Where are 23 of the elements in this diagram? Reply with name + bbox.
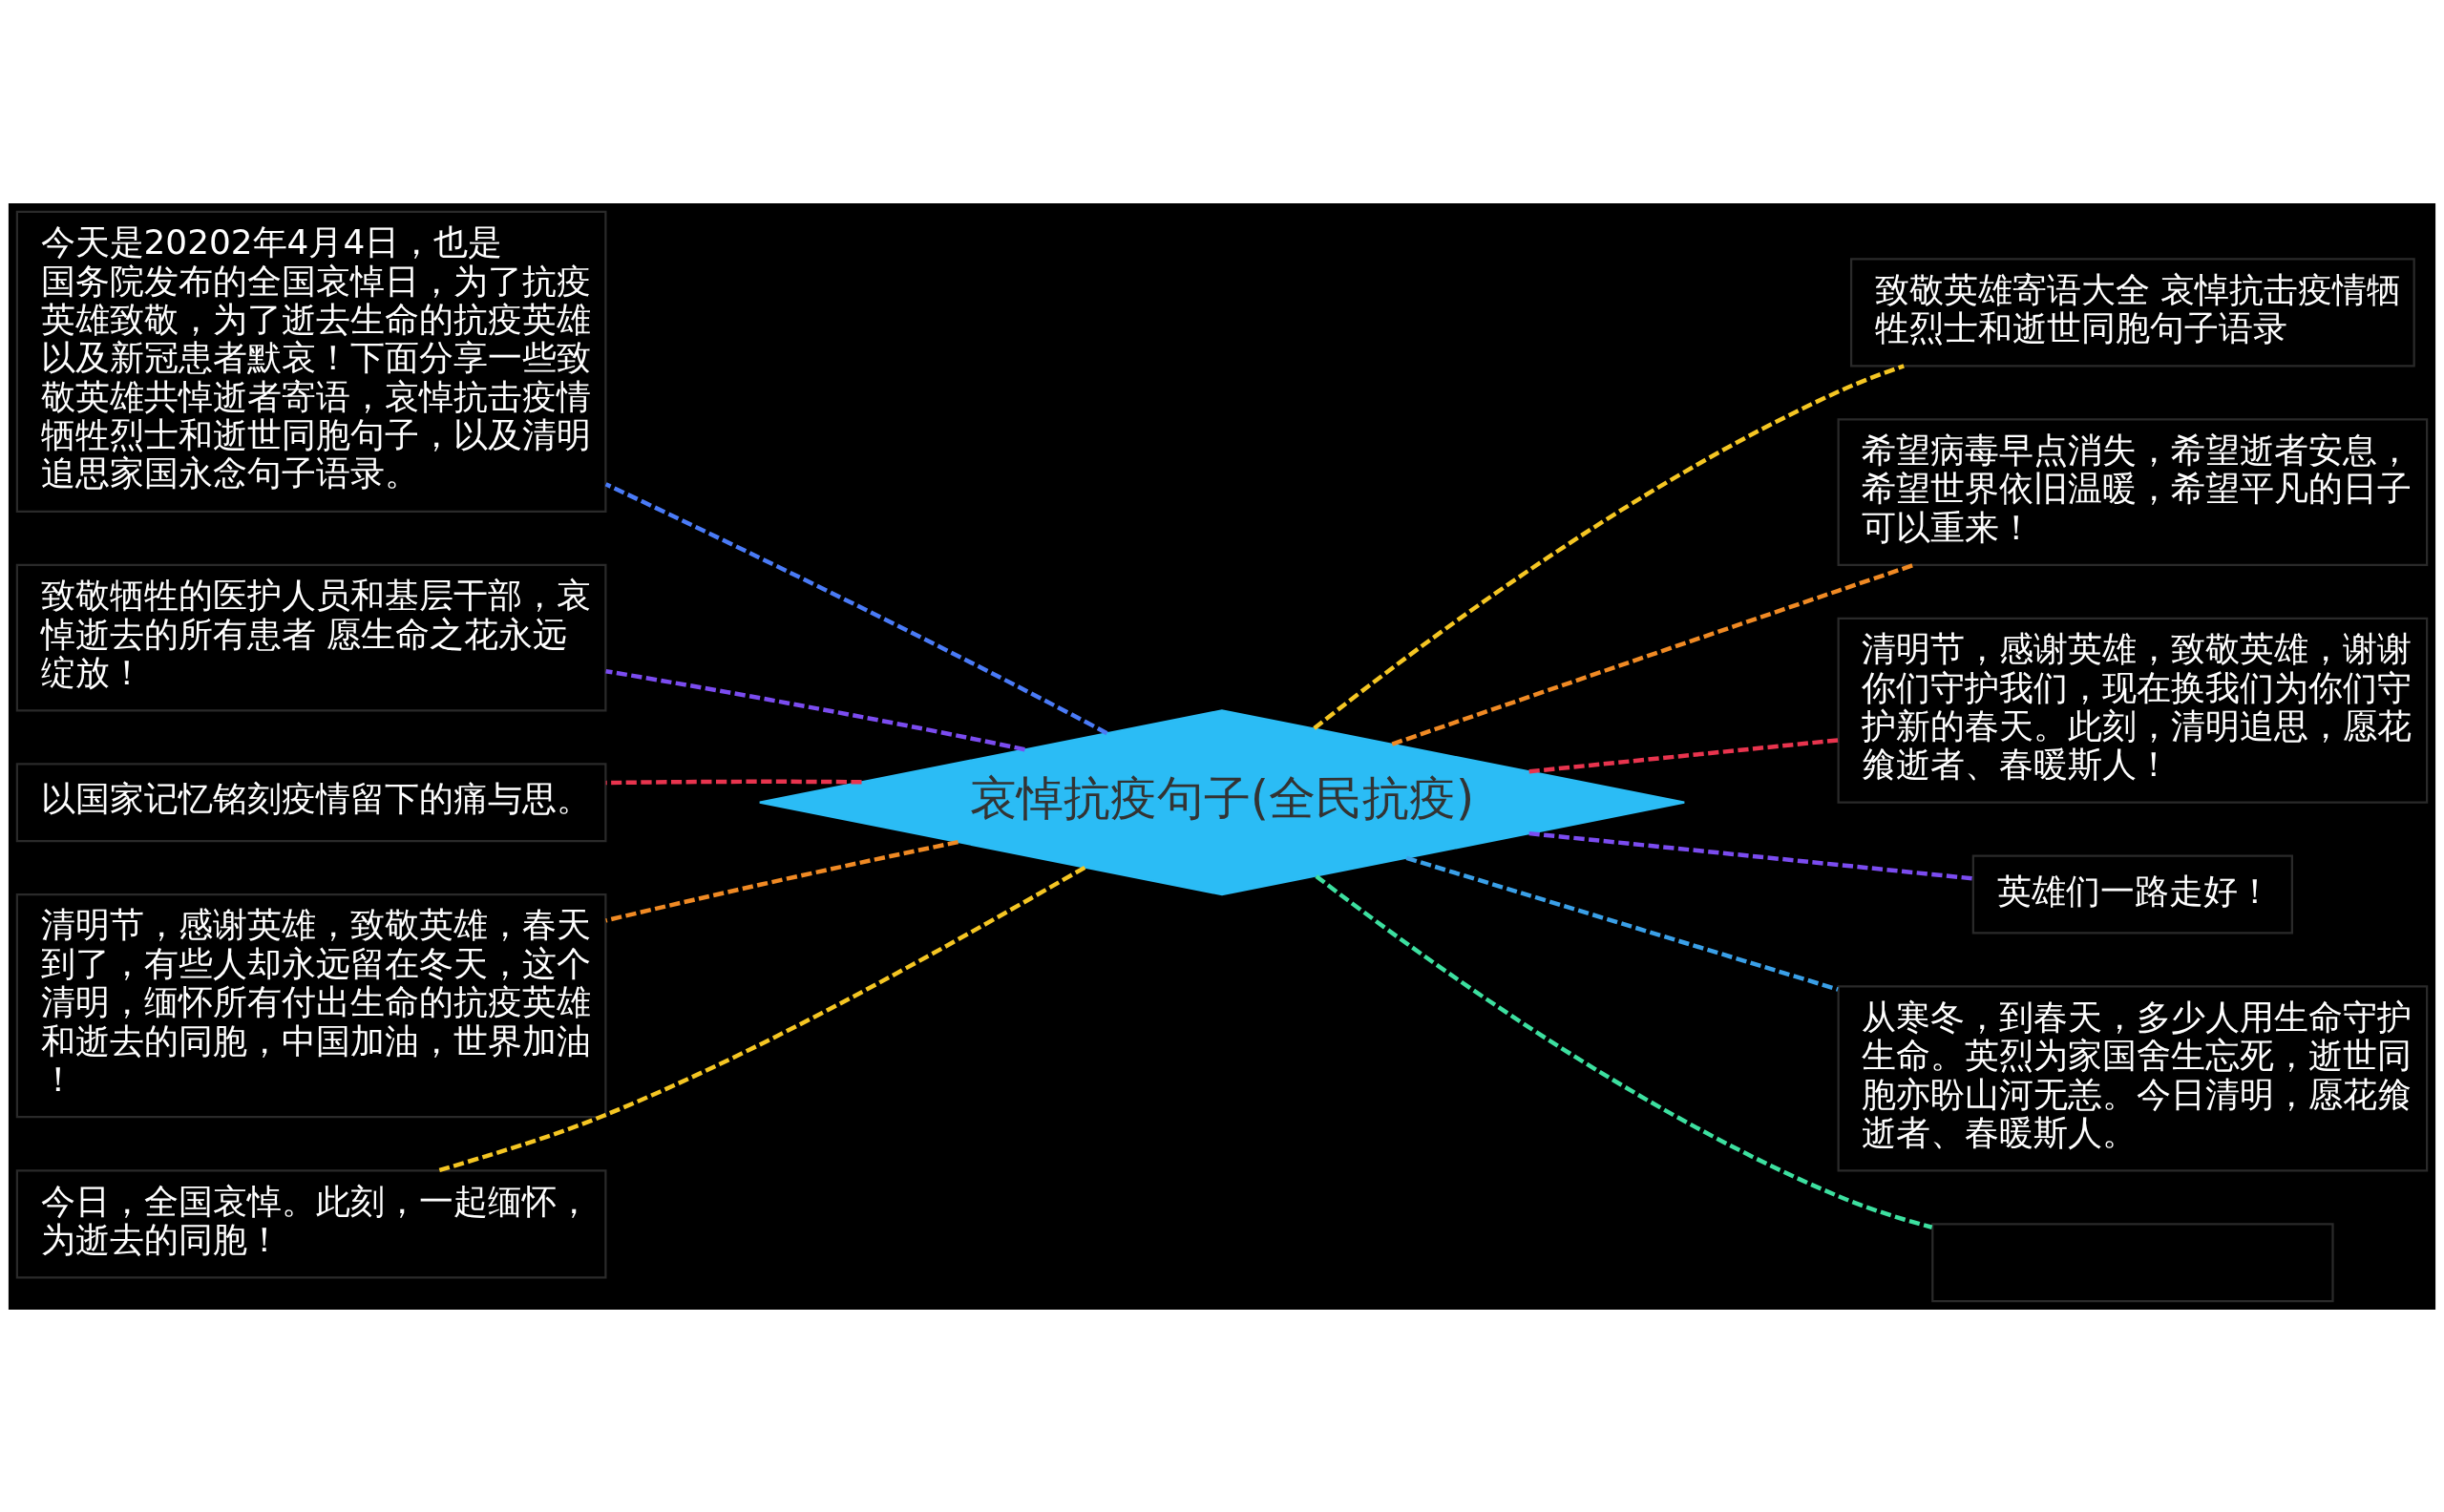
node-box: 希望病毒早点消失，希望逝者安息，希望世界依旧温暖，希望平凡的日子可以重来！ [1837,417,2429,566]
connector [1528,737,1839,773]
connector [1405,855,1839,992]
connector [1528,830,1973,881]
connector [604,481,1108,735]
node-box: 致敬牺牲的医护人员和基层干部，哀悼逝去的所有患者 愿生命之花永远绽放！ [15,563,607,711]
connector [1315,873,1933,1229]
connector [605,668,1025,751]
node-box: 从寒冬，到春天，多少人用生命守护生命。英烈为家国舍生忘死，逝世同胞亦盼山河无恙。今日清明，愿花飨逝者、春暖斯人。 [1837,984,2429,1171]
connector [605,839,959,923]
node-box: 今日，全国哀悼。此刻，一起缅怀，为逝去的同胞！ [15,1168,607,1278]
node-box: 以国家记忆铭刻疫情留下的痛与思。 [15,762,607,842]
node-box: 今天是20202年4月4日，也是国务院发布的全国哀悼日，为了抗疫英雄致敬，为了逝去生命的抗疫英雄以及新冠患者默哀！下面分享一些致敬英雄共悼逝者寄语，哀悼抗击疫情牺牲烈士和逝世同胞句子，以及清明追思家国永念句子语录。 [15,210,607,513]
connector [1391,562,1915,746]
node-box: 致敬英雄寄语大全 哀悼抗击疫情牺牲烈士和逝世同胞句子语录 [1849,257,2415,367]
node-diamond: 哀悼抗疫句子(全民抗疫) [758,708,1686,895]
connector [437,865,1086,1172]
node-box [1931,1222,2334,1302]
connector [605,779,862,785]
connector [1313,363,1905,730]
node-box: 英雄们一路走好！ [1971,854,2293,934]
node-box: 清明节，感谢英雄，致敬英雄，春天到了，有些人却永远留在冬天，这个清明，缅怀所有付出生命的抗疫英雄和逝去的同胞，中国加油，世界加油！ [15,892,607,1118]
node-box: 清明节，感谢英雄，致敬英雄，谢谢你们守护我们，现在换我们为你们守护新的春天。此刻，清明追思，愿花飨逝者、春暖斯人！ [1837,617,2429,804]
